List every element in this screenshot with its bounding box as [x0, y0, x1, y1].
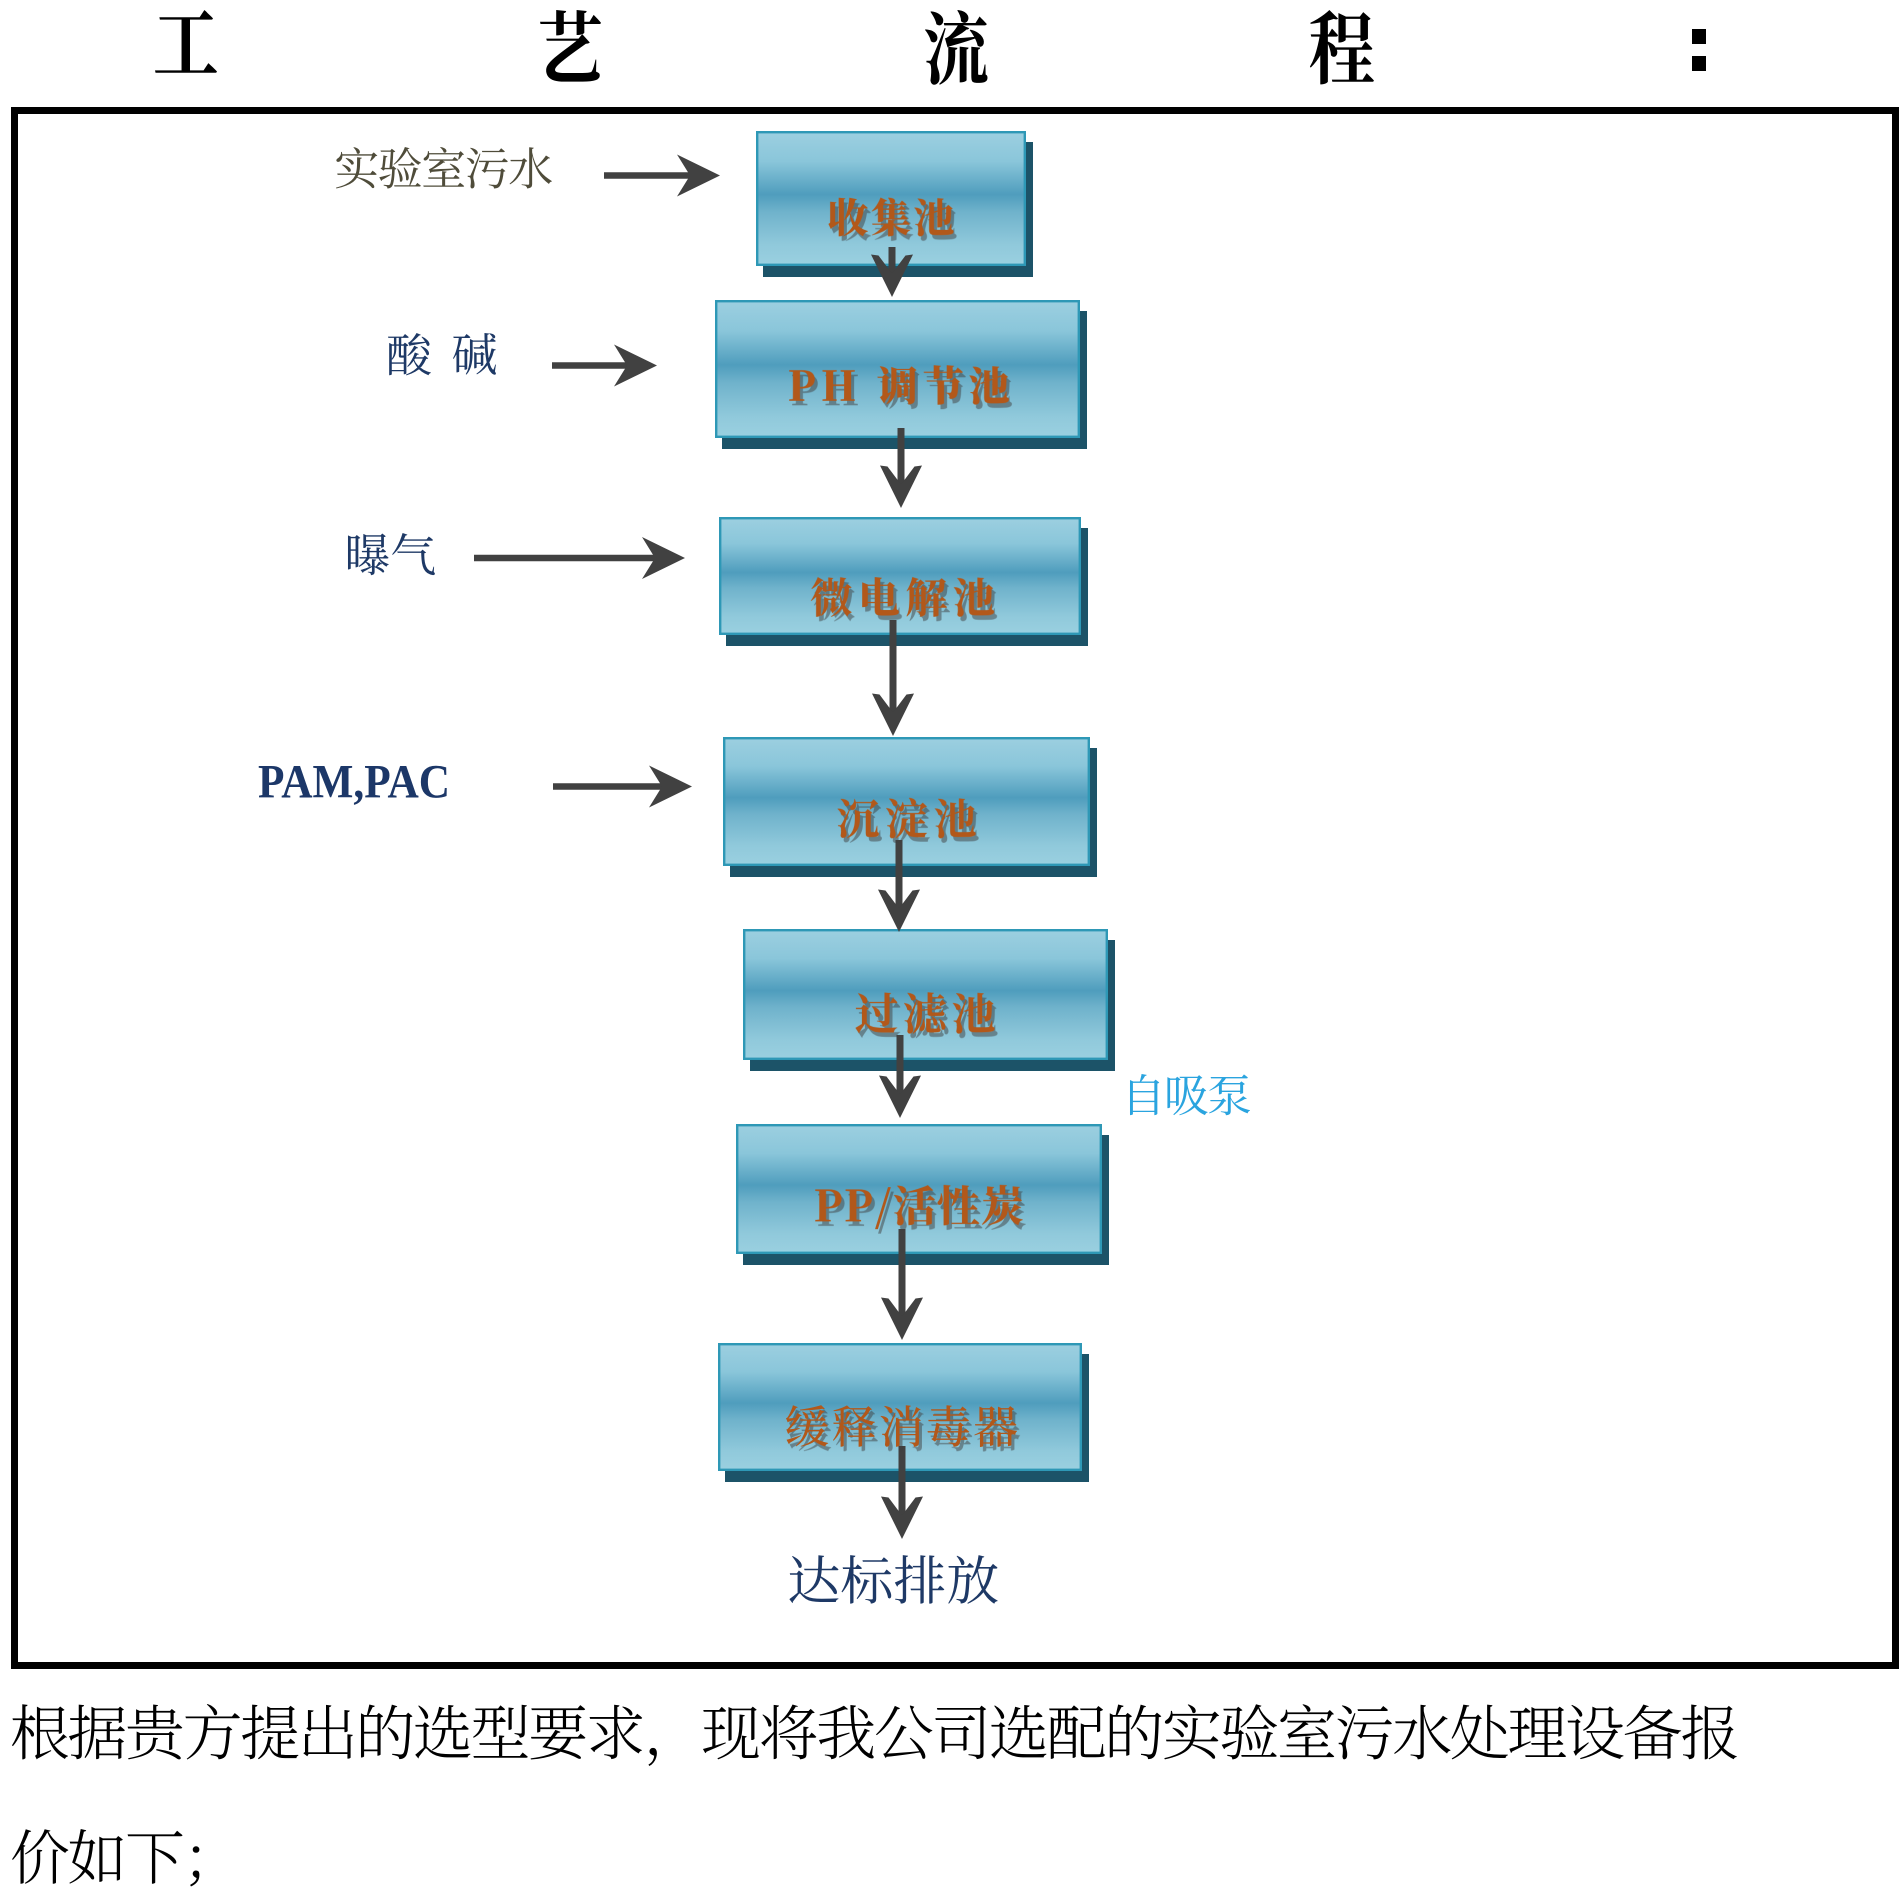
svg-text:PAM,PAC: PAM,PAC [258, 756, 450, 809]
